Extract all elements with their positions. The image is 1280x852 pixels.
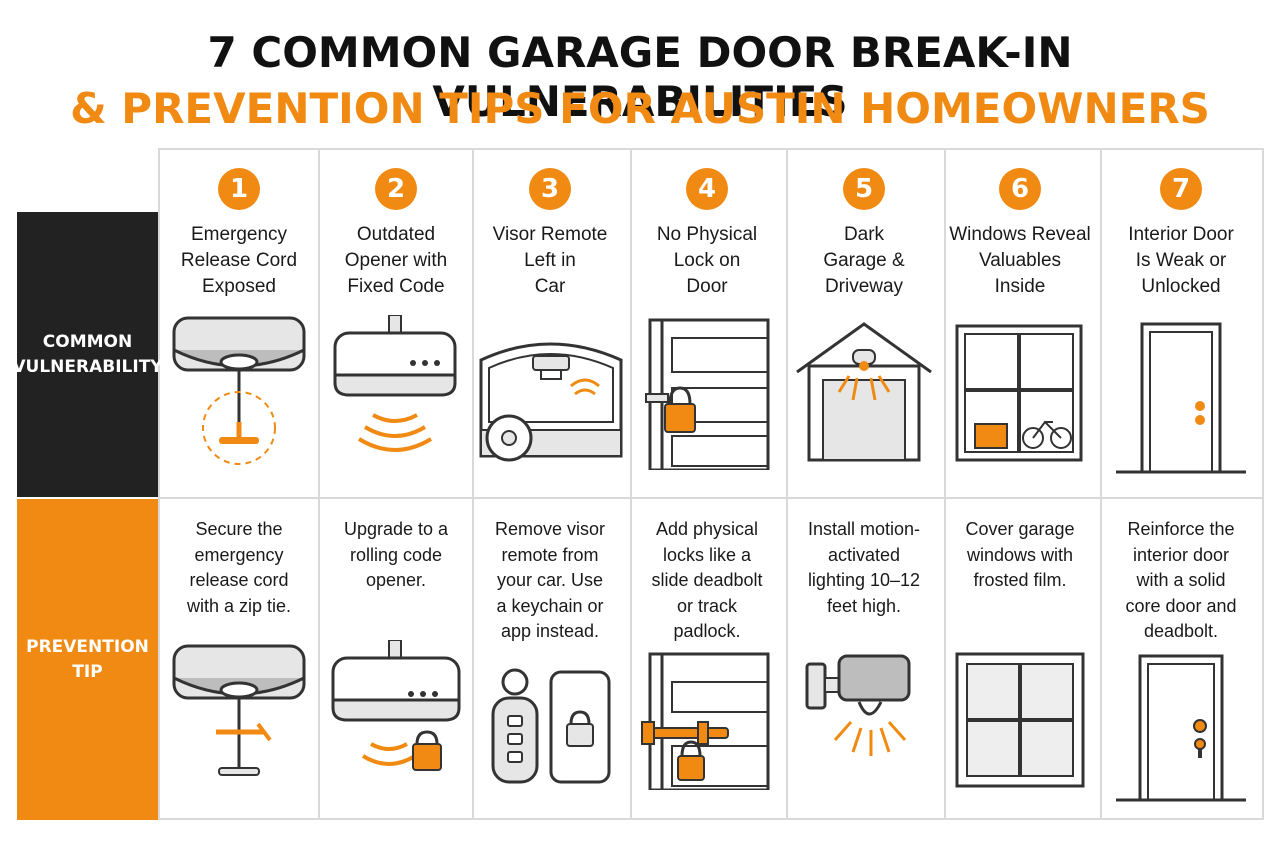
step-number-badge: 3 — [529, 168, 571, 210]
motion-light-icon — [805, 654, 911, 756]
prevention-text: Upgrade to a rolling code opener. — [343, 519, 449, 590]
slide-deadbolt-padlock-icon — [641, 652, 770, 790]
vulnerability-text: Interior Door Is Weak or Unlocked — [1128, 224, 1234, 297]
prevention-text: Add physical locks like a slide deadbolt… — [651, 519, 763, 641]
prevention-text: Reinforce the interior door with a solid… — [1125, 519, 1237, 641]
prevention-text: Secure the emergency release cord with a… — [186, 519, 292, 616]
prevention-text: Install motion- activated lighting 10–12… — [807, 519, 921, 616]
interior-door-icon — [1116, 322, 1246, 474]
title-line-1: 7 COMMON GARAGE DOOR BREAK-IN VULNERABIL… — [207, 28, 1073, 126]
step-number-badge: 4 — [686, 168, 728, 210]
opener-signal-lock-icon — [331, 640, 461, 771]
comparison-grid — [158, 148, 1264, 820]
window-valuables-icon — [955, 324, 1083, 462]
car-interior-remote-icon — [479, 342, 623, 462]
row-label-prevention: PREVENTION TIP — [17, 499, 158, 820]
vulnerability-text: No Physical Lock on Door — [656, 224, 758, 297]
step-number-badge: 2 — [375, 168, 417, 210]
step-number-badge: 6 — [999, 168, 1041, 210]
step-number-badge: 7 — [1160, 168, 1202, 210]
prevention-text: Cover garage windows with frosted film. — [965, 519, 1075, 590]
row-label-vulnerability: COMMON VULNERABILITY — [12, 212, 163, 497]
vulnerability-text: Dark Garage & Driveway — [823, 224, 905, 297]
vulnerability-text: Outdated Opener with Fixed Code — [344, 224, 448, 297]
garage-light-icon — [796, 322, 932, 462]
step-number-badge: 1 — [218, 168, 260, 210]
prevention-text: Remove visor remote from your car. Use a… — [494, 519, 606, 641]
opener-signal-icon — [333, 315, 457, 452]
frosted-window-icon — [955, 652, 1085, 788]
vulnerability-text: Visor Remote Left in Car — [492, 224, 608, 297]
vulnerability-text: Windows Reveal Valuables Inside — [949, 224, 1091, 297]
title-line-2: & PREVENTION TIPS FOR AUSTIN HOMEOWNERS — [70, 84, 1210, 133]
door-track-padlock-icon — [645, 318, 770, 470]
keyfob-phone-app-icon — [491, 668, 611, 784]
deadbolt-door-icon — [1116, 654, 1246, 802]
release-cord-zip-tie-icon — [172, 644, 306, 776]
garage-opener-release-cord-icon — [172, 316, 306, 465]
step-number-badge: 5 — [843, 168, 885, 210]
vulnerability-text: Emergency Release Cord Exposed — [180, 224, 298, 297]
